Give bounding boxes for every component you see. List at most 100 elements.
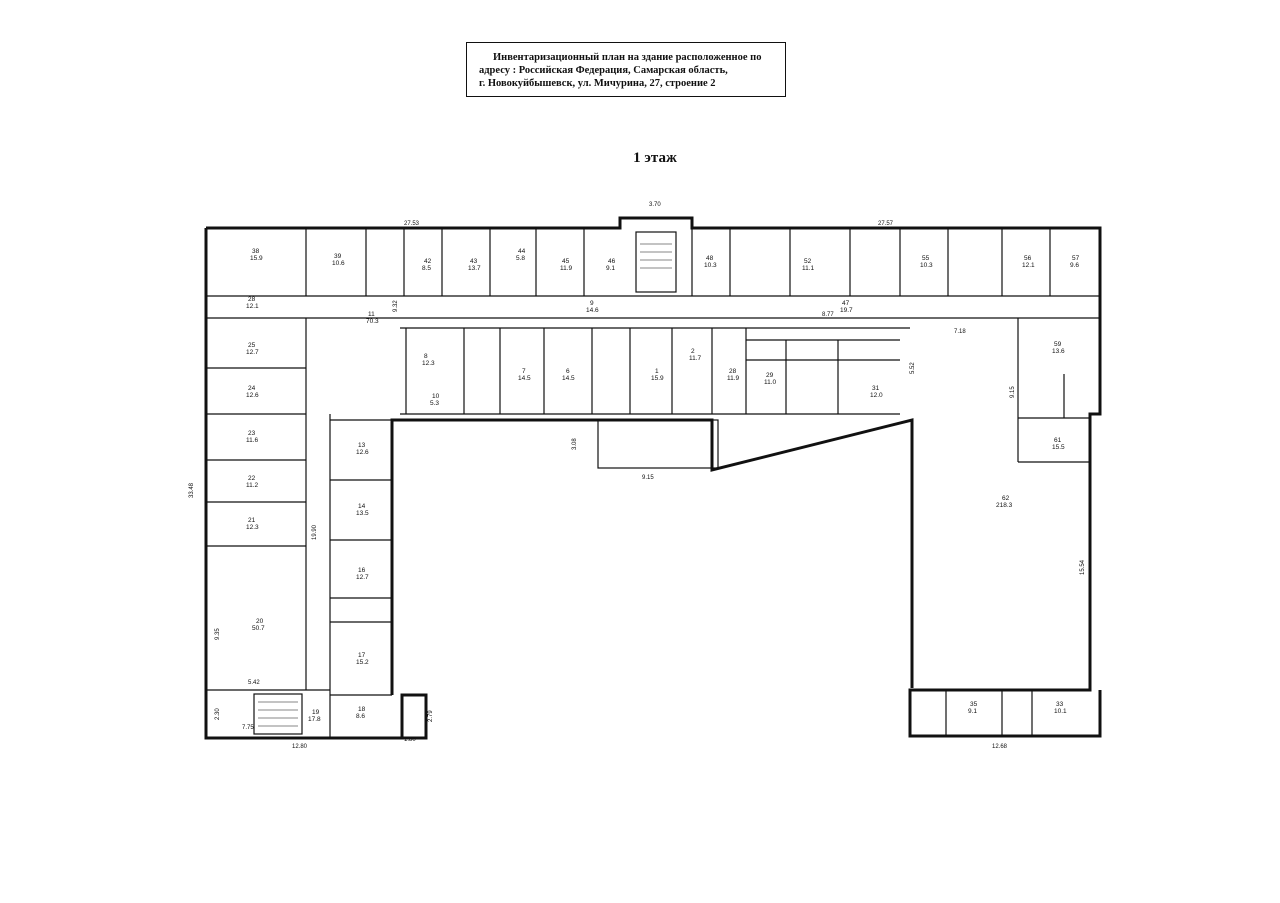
svg-text:8: 8 [424, 353, 428, 360]
room-2: 211.7 [689, 348, 702, 362]
svg-text:25: 25 [248, 342, 256, 349]
svg-text:35: 35 [970, 701, 978, 708]
floor-label: 1 этаж [633, 150, 677, 166]
svg-text:28: 28 [729, 368, 737, 375]
room-35: 359.1 [968, 701, 978, 715]
svg-text:39: 39 [334, 253, 342, 260]
svg-text:12.0: 12.0 [870, 392, 883, 399]
dim-bottom-right-width: 12.68 [992, 744, 1008, 750]
svg-text:19: 19 [312, 709, 320, 716]
svg-text:38: 38 [252, 248, 260, 255]
title-line-2: адресу : Российская Федерация, Самарская… [479, 65, 728, 76]
svg-text:15.9: 15.9 [651, 375, 664, 382]
svg-text:15.5: 15.5 [1052, 444, 1065, 451]
dim-stair-top-width: 3.70 [649, 202, 661, 208]
svg-text:5.3: 5.3 [430, 400, 439, 407]
dim-entrance-depth: 3.08 [572, 438, 578, 450]
svg-text:12.3: 12.3 [422, 360, 435, 367]
svg-text:11.9: 11.9 [560, 265, 573, 272]
svg-text:31: 31 [872, 385, 880, 392]
svg-text:10: 10 [432, 393, 440, 400]
svg-text:12.7: 12.7 [356, 574, 369, 581]
svg-text:43: 43 [470, 258, 478, 265]
svg-text:10.3: 10.3 [704, 262, 717, 269]
svg-text:10.3: 10.3 [920, 262, 933, 269]
svg-text:10.6: 10.6 [332, 260, 345, 267]
svg-text:12.7: 12.7 [246, 349, 259, 356]
dim-courtyard-width: 9.15 [642, 475, 654, 481]
dim-right-wing-height: 9.15 [1010, 386, 1016, 398]
svg-text:50.7: 50.7 [252, 625, 265, 632]
svg-text:5.8: 5.8 [516, 255, 525, 262]
dim-stair-bottom-height: 2.30 [215, 708, 221, 720]
dim-left-total-height: 33.48 [189, 482, 195, 498]
svg-text:42: 42 [424, 258, 432, 265]
svg-text:14.6: 14.6 [586, 307, 599, 314]
room-42: 428.5 [422, 258, 432, 272]
svg-text:9.6: 9.6 [1070, 262, 1079, 269]
room-57: 579.6 [1070, 255, 1080, 269]
dim-bottom-left-stub: 1.80 [404, 737, 416, 743]
inner-walls [206, 228, 1100, 738]
plan-title-box: Инвентаризационный план на здание распол… [466, 42, 786, 97]
dim-top-left-length: 27.53 [404, 221, 420, 227]
dimension-labels: 27.53 27.57 3.70 33.48 12.80 1.80 12.68 … [189, 202, 1086, 750]
svg-text:12.1: 12.1 [246, 303, 259, 310]
svg-text:10.1: 10.1 [1054, 708, 1067, 715]
svg-text:15.2: 15.2 [356, 659, 369, 666]
svg-text:59: 59 [1054, 341, 1062, 348]
room-10: 105.3 [430, 393, 440, 407]
svg-text:46: 46 [608, 258, 616, 265]
dim-stair-bottom-width: 7.75 [242, 725, 254, 731]
outer-walls [204, 216, 1102, 740]
svg-text:11.6: 11.6 [246, 437, 259, 444]
svg-text:23: 23 [248, 430, 256, 437]
svg-text:16: 16 [358, 567, 366, 574]
room-6: 614.5 [562, 368, 575, 382]
svg-text:33: 33 [1056, 701, 1064, 708]
svg-text:11.1: 11.1 [802, 265, 815, 272]
svg-text:7: 7 [522, 368, 526, 375]
svg-text:12.1: 12.1 [1022, 262, 1035, 269]
room-44: 445.8 [516, 248, 526, 262]
svg-text:44: 44 [518, 248, 526, 255]
svg-text:28: 28 [248, 296, 256, 303]
svg-text:52: 52 [804, 258, 812, 265]
svg-text:9.1: 9.1 [606, 265, 615, 272]
svg-text:14: 14 [358, 503, 366, 510]
svg-text:48: 48 [706, 255, 714, 262]
svg-text:17: 17 [358, 652, 366, 659]
svg-text:1: 1 [655, 368, 659, 375]
dim-right-height: 15.54 [1080, 559, 1086, 575]
svg-text:12.6: 12.6 [246, 392, 259, 399]
svg-text:24: 24 [248, 385, 256, 392]
svg-text:8.5: 8.5 [422, 265, 431, 272]
svg-text:13.7: 13.7 [468, 265, 481, 272]
dim-hall-right-height: 5.52 [910, 362, 916, 374]
svg-text:15.9: 15.9 [250, 255, 263, 262]
room-9: 914.6 [586, 300, 599, 314]
dim-corridor-length: 19.90 [312, 524, 318, 540]
svg-text:56: 56 [1024, 255, 1032, 262]
svg-text:20: 20 [256, 618, 264, 625]
svg-text:9: 9 [590, 300, 594, 307]
svg-text:13.5: 13.5 [356, 510, 369, 517]
dim-top-right-length: 27.57 [878, 221, 894, 227]
